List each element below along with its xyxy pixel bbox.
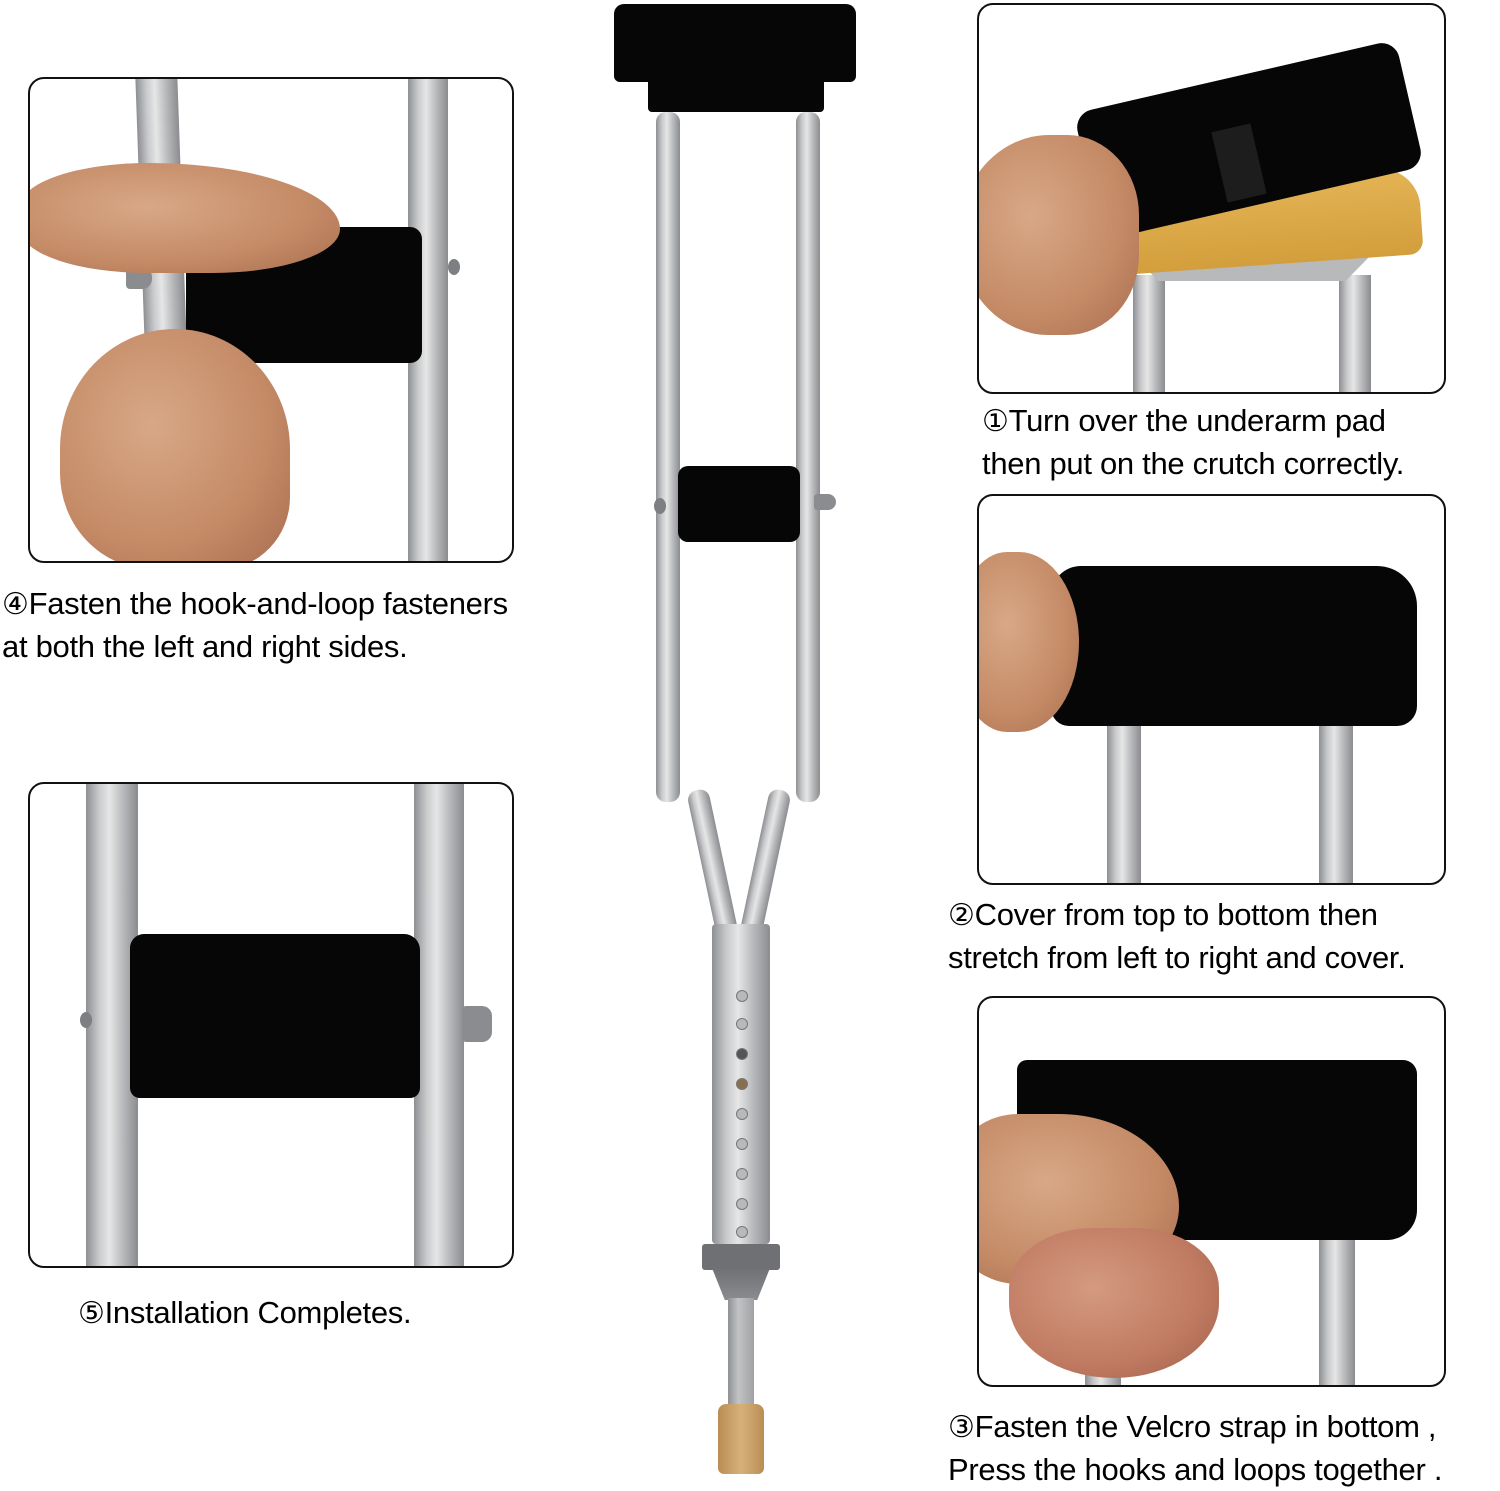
hand: [60, 329, 290, 561]
step-number: ⑤: [78, 1297, 105, 1330]
crutch-rail: [1107, 716, 1141, 883]
rubber-tip: [718, 1404, 764, 1474]
crutch-lower-leg: [728, 1298, 754, 1410]
adjust-hole-icon: [736, 1168, 748, 1180]
crutch-left-rail-bend: [686, 787, 739, 940]
step-2-image-panel: [977, 494, 1446, 885]
adjust-hole-icon: [736, 1198, 748, 1210]
step-number: ①: [982, 405, 1009, 438]
step-3-caption: ③Fasten the Velcro strap in bottom , Pre…: [948, 1409, 1443, 1487]
step-5-caption: ⑤Installation Completes.: [78, 1295, 412, 1330]
hand-grip-cover: [678, 466, 800, 542]
step-3-image-panel: [977, 996, 1446, 1387]
hand: [1009, 1228, 1219, 1378]
adjust-hole-icon: [736, 990, 748, 1002]
step-number: ④: [2, 588, 29, 621]
crutch-collar-taper: [712, 1268, 770, 1300]
adjust-hole-icon: [736, 1048, 748, 1060]
step-2-caption: ②Cover from top to bottom then stretch f…: [948, 897, 1406, 975]
step-5-image-panel: [28, 782, 514, 1268]
step-number: ②: [948, 899, 975, 932]
step-4-image-panel: [28, 77, 514, 563]
step-4-caption: ④Fasten the hook-and-loop fasteners at b…: [2, 586, 508, 664]
hand: [979, 552, 1079, 732]
crutch-right-rail-bend: [739, 787, 792, 940]
grip-bolt-icon: [654, 498, 666, 514]
crutch-rail: [414, 784, 464, 1266]
adjust-hole-icon: [736, 1078, 748, 1090]
black-grip-cover: [130, 934, 420, 1098]
crutch-rail: [1133, 275, 1165, 392]
bolt-icon: [448, 259, 460, 275]
crutch-left-rail: [656, 112, 680, 802]
black-pad-cover: [1051, 566, 1417, 726]
crutch-rail: [1319, 1228, 1355, 1385]
adjust-hole-icon: [736, 1138, 748, 1150]
step-1-image-panel: [977, 3, 1446, 394]
crutch-rail: [86, 784, 138, 1266]
adjust-hole-icon: [736, 1226, 748, 1238]
wing-nut-icon: [814, 494, 836, 510]
center-crutch-image: [600, 0, 880, 1491]
step-number: ③: [948, 1411, 975, 1444]
crutch-collar: [702, 1244, 780, 1270]
crutch-rail: [1319, 716, 1353, 883]
adjust-hole-icon: [736, 1108, 748, 1120]
crutch-right-rail: [796, 112, 820, 802]
crutch-rail: [1339, 275, 1371, 392]
bolt-icon: [80, 1012, 92, 1028]
underarm-pad-cover: [614, 4, 856, 82]
hand: [979, 135, 1139, 335]
underarm-pad-cover-lower: [648, 70, 824, 112]
wing-nut-icon: [462, 1006, 492, 1042]
step-1-caption: ①Turn over the underarm pad then put on …: [982, 403, 1405, 481]
hand: [30, 163, 340, 273]
adjust-hole-icon: [736, 1018, 748, 1030]
